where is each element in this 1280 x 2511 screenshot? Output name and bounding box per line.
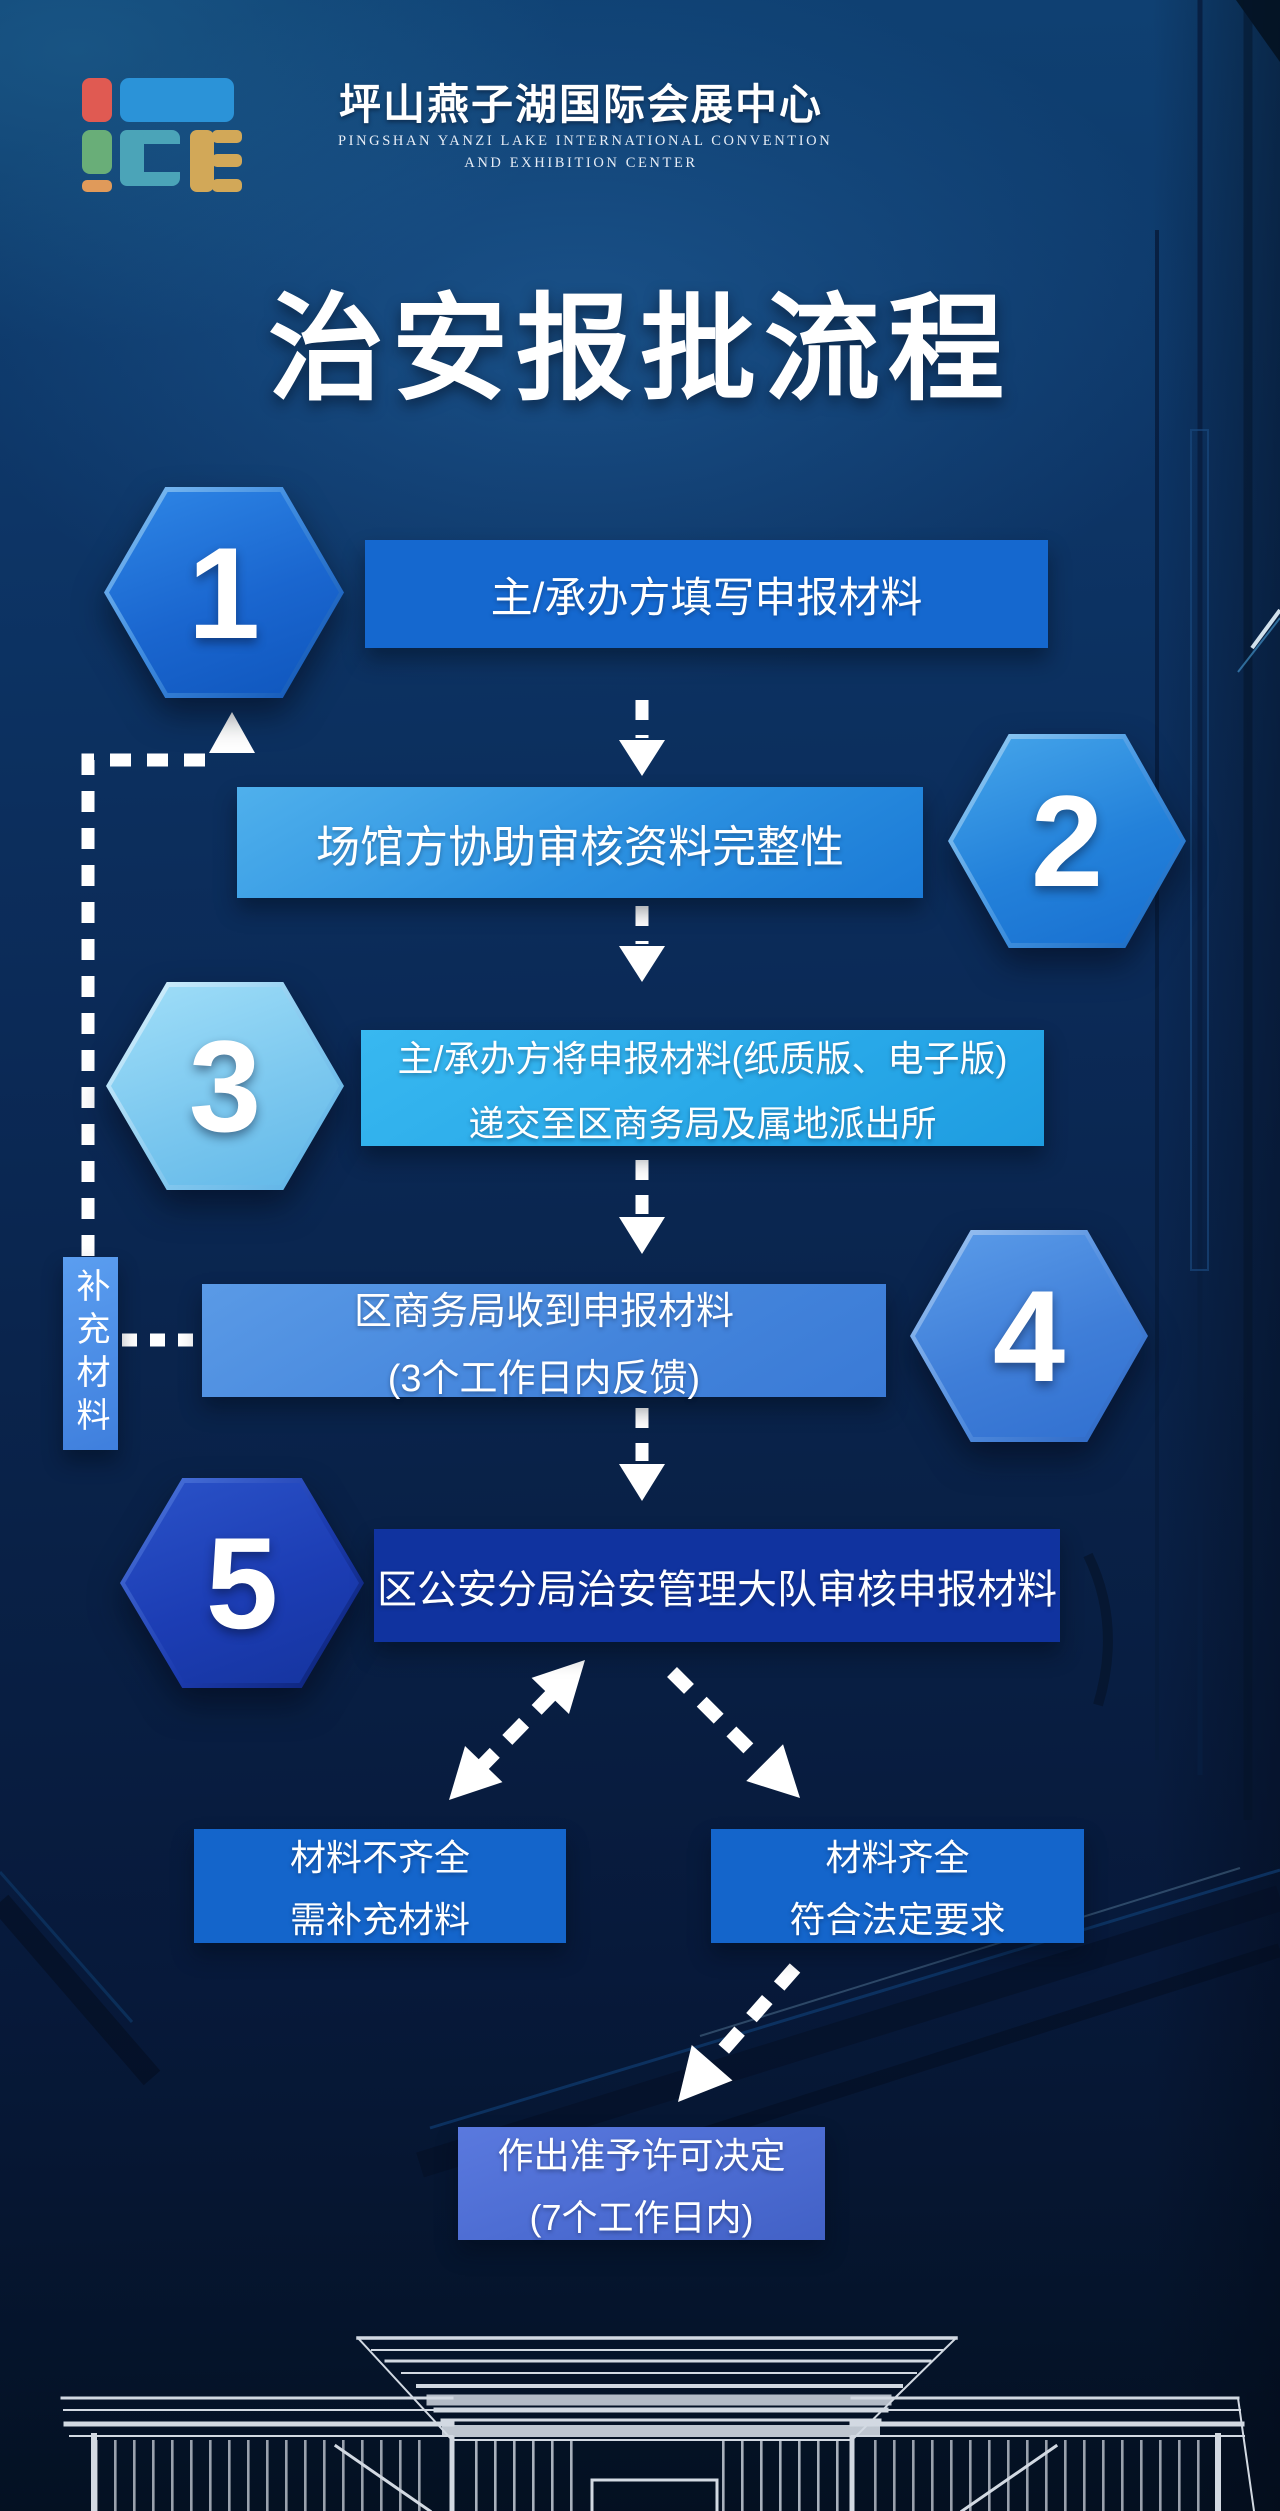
- step-box-line: 区商务局收到申报材料: [353, 1290, 734, 1333]
- step-number: 4: [992, 1263, 1066, 1409]
- venue-logo-icon: [82, 78, 242, 192]
- step-4-box: 区商务局收到申报材料 (3个工作日内反馈): [202, 1284, 886, 1400]
- step-1-hexagon: 1: [104, 487, 344, 698]
- step-2-hexagon: 2: [948, 734, 1186, 948]
- outcome-line: 材料齐全: [825, 1837, 970, 1878]
- step-1-box: 主/承办方填写申报材料: [365, 540, 1048, 648]
- step-2-box: 场馆方协助审核资料完整性: [237, 787, 923, 898]
- step-box-line: 区公安分局治安管理大队审核申报材料: [377, 1567, 1057, 1612]
- step-box-line: (3个工作日内反馈): [387, 1357, 701, 1400]
- step-5-hexagon: 5: [120, 1478, 364, 1688]
- feedback-label-box: 补充材料: [63, 1257, 118, 1450]
- step-4-hexagon: 4: [910, 1230, 1148, 1442]
- outcome-complete-box: 材料齐全 符合法定要求: [711, 1829, 1084, 1943]
- outcome-line: 符合法定要求: [789, 1899, 1006, 1940]
- outcome-line: 需补充材料: [289, 1899, 470, 1940]
- step-number: 2: [1030, 768, 1104, 914]
- brand-text: 坪山燕子湖国际会展中心 PINGSHAN YANZI LAKE INTERNAT…: [338, 81, 833, 172]
- step-number: 3: [188, 1013, 262, 1159]
- brand-name-en-line2: AND EXHIBITION CENTER: [464, 155, 698, 171]
- step-number: 1: [187, 519, 261, 666]
- step-5-box: 区公安分局治安管理大队审核申报材料: [374, 1529, 1060, 1642]
- step-box-line: 递交至区商务局及属地派出所: [468, 1102, 937, 1144]
- step-box-line: 主/承办方填写申报材料: [490, 573, 923, 621]
- brand-name-en-line1: PINGSHAN YANZI LAKE INTERNATIONAL CONVEN…: [338, 133, 833, 149]
- step-box-line: 场馆方协助审核资料完整性: [316, 822, 844, 872]
- step-number: 5: [205, 1510, 279, 1656]
- brand-name-zh: 坪山燕子湖国际会展中心: [338, 81, 823, 128]
- page-title: 治安报批流程: [268, 284, 1012, 414]
- outcome-incomplete-box: 材料不齐全 需补充材料: [194, 1829, 566, 1943]
- step-3-hexagon: 3: [106, 982, 344, 1190]
- final-line: (7个工作日内): [529, 2196, 754, 2238]
- outcome-line: 材料不齐全: [289, 1837, 470, 1878]
- final-line: 作出准予许可决定: [497, 2134, 786, 2176]
- final-decision-box: 作出准予许可决定 (7个工作日内): [458, 2127, 825, 2240]
- feedback-label: 补充材料: [71, 1267, 109, 1440]
- step-box-line: 主/承办方将申报材料(纸质版、电子版): [397, 1037, 1008, 1079]
- step-3-box: 主/承办方将申报材料(纸质版、电子版) 递交至区商务局及属地派出所: [361, 1030, 1044, 1146]
